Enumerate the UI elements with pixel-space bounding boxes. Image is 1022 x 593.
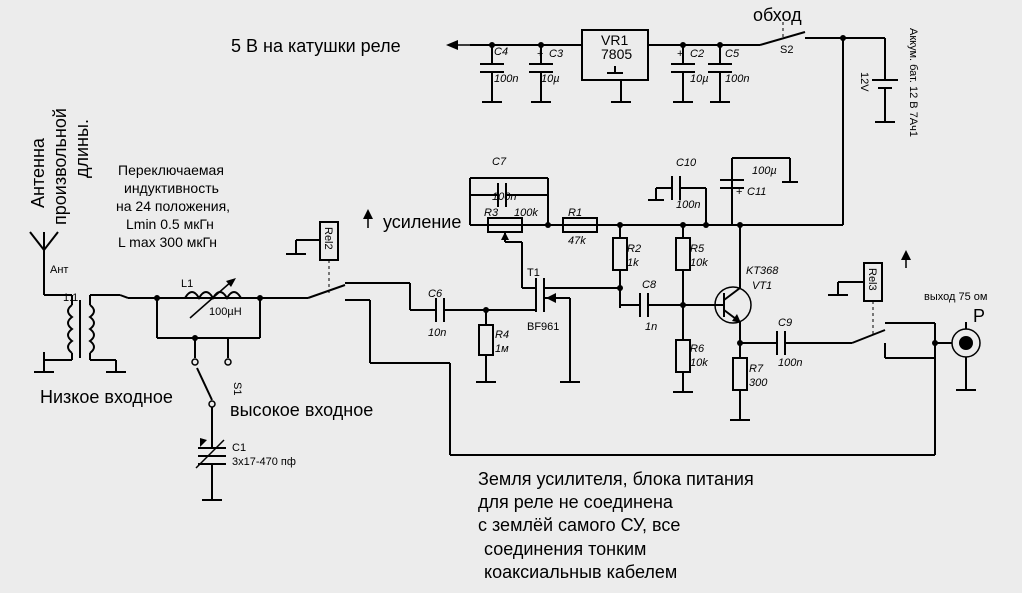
power-supply: 5 В на катушки реле C4 100n + C3 10µ VR1… bbox=[231, 5, 919, 225]
r1-label: R1 bbox=[568, 207, 582, 219]
r4-label: R4 bbox=[495, 329, 509, 341]
c1-value: 3x17-470 пф bbox=[232, 456, 296, 468]
svg-text:+: + bbox=[677, 48, 683, 60]
ground-note-line: Земля усилителя, блока питания bbox=[478, 469, 754, 489]
antenna-line-2: произвольной bbox=[50, 108, 70, 225]
l1-label: L1 bbox=[181, 278, 193, 290]
p-label: P bbox=[973, 306, 985, 326]
rel2-label: Rel2 bbox=[322, 227, 334, 250]
vr1-value: 7805 bbox=[601, 46, 632, 62]
c2-value: 10µ bbox=[690, 73, 709, 85]
antenna-line-1: Антенна bbox=[28, 137, 48, 208]
battery-label: Аккум. бат. 12 В 7Ач1 bbox=[907, 28, 919, 137]
c9-label: C9 bbox=[778, 317, 792, 329]
inductance-line: Lmin 0.5 мкГн bbox=[126, 216, 214, 232]
c8-label: C8 bbox=[642, 279, 657, 291]
output-75-label: выход 75 ом bbox=[924, 291, 987, 303]
ground-note: Земля усилителя, блока питания для реле … bbox=[478, 469, 754, 582]
c7-label: C7 bbox=[492, 156, 507, 168]
vt1-label: VT1 bbox=[752, 280, 772, 292]
c11-value: 100µ bbox=[752, 165, 777, 177]
vt1-value: KT368 bbox=[746, 265, 779, 277]
inductance-line: L max 300 мкГн bbox=[118, 234, 217, 250]
c4-value: 100n bbox=[494, 73, 518, 85]
v12-label: 12V bbox=[858, 72, 870, 92]
relay-coil-supply-label: 5 В на катушки реле bbox=[231, 36, 401, 56]
r2-value: 1k bbox=[627, 257, 639, 269]
ground-note-line: соединения тонким bbox=[484, 539, 646, 559]
s1-label: S1 bbox=[231, 382, 243, 395]
ground-note-line: для реле не соединена bbox=[478, 492, 674, 512]
t1-value: BF961 bbox=[527, 321, 559, 333]
r4-value: 1м bbox=[495, 343, 509, 355]
r7-label: R7 bbox=[749, 363, 764, 375]
ant-label: Ант bbox=[50, 264, 68, 276]
svg-text:+: + bbox=[537, 48, 543, 60]
l1-value: 100µH bbox=[209, 306, 242, 318]
c6-label: C6 bbox=[428, 288, 443, 300]
r2-label: R2 bbox=[627, 243, 641, 255]
rel3-label: Rel3 bbox=[866, 268, 878, 291]
c3-value: 10µ bbox=[541, 73, 560, 85]
ground-note-line: коаксиальныв кабелем bbox=[484, 562, 677, 582]
r1-value: 47k bbox=[568, 235, 586, 247]
ratio-label: 1:1 bbox=[63, 292, 78, 304]
t1-label: T1 bbox=[527, 267, 540, 279]
r5-label: R5 bbox=[690, 243, 705, 255]
antenna-caption: Антенна произвольной длины. bbox=[28, 108, 92, 225]
r5-value: 10k bbox=[690, 257, 708, 269]
r7-value: 300 bbox=[749, 377, 768, 389]
c8-value: 1n bbox=[645, 321, 657, 333]
r3-value: 100k bbox=[514, 207, 538, 219]
output-section: Rel3 выход 75 ом P bbox=[369, 250, 987, 456]
c5-value: 100n bbox=[725, 73, 749, 85]
ground-note-line: с землёй самого СУ, все bbox=[478, 515, 680, 535]
inductance-line: индуктивность bbox=[124, 180, 219, 196]
bypass-label: обход bbox=[753, 5, 802, 25]
amplify-label: усиление bbox=[383, 212, 461, 232]
c3-label: C3 bbox=[549, 48, 564, 60]
r6-value: 10k bbox=[690, 357, 708, 369]
c5-label: C5 bbox=[725, 48, 740, 60]
c7-value: 100n bbox=[492, 191, 516, 203]
c10-value: 100n bbox=[676, 199, 700, 211]
s2-label: S2 bbox=[780, 44, 793, 56]
c11-label: C11 bbox=[747, 186, 766, 198]
c9-value: 100n bbox=[778, 357, 802, 369]
inductance-note: Переключаемая индуктивность на 24 положе… bbox=[116, 162, 230, 250]
antenna-line-3: длины. bbox=[72, 119, 92, 178]
inductance-line: Переключаемая bbox=[118, 162, 224, 178]
c10-label: C10 bbox=[676, 157, 697, 169]
low-input-label: Низкое входное bbox=[40, 387, 173, 407]
c4-label: C4 bbox=[494, 46, 508, 58]
c2-label: C2 bbox=[690, 48, 704, 60]
r3-label: R3 bbox=[484, 207, 499, 219]
amplifier: усиление C7 100n R3 100k R1 47k R2 1k bbox=[363, 156, 852, 421]
high-input-label: высокое входное bbox=[230, 400, 373, 420]
input-section: Rel2 Ант 1:1 bbox=[29, 221, 411, 501]
vr1-label: VR1 bbox=[601, 32, 628, 48]
r6-label: R6 bbox=[690, 343, 705, 355]
inductance-line: на 24 положения, bbox=[116, 198, 230, 214]
c1-label: C1 bbox=[232, 442, 246, 454]
c6-value: 10n bbox=[428, 327, 446, 339]
svg-text:+: + bbox=[736, 186, 742, 198]
